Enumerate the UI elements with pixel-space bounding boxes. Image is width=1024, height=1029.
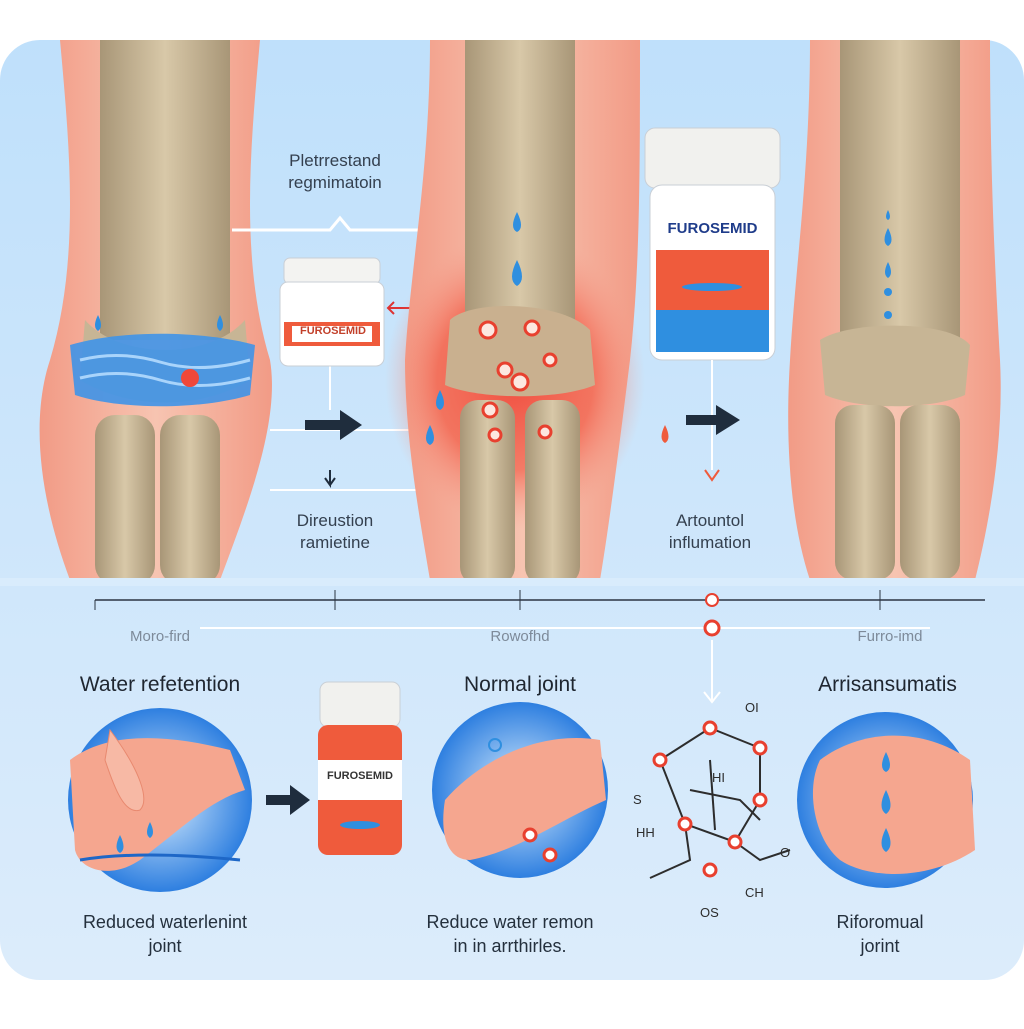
right-caption-line1: Artountol	[675, 511, 745, 530]
caption-reduce-line2: in in arrthirles.	[453, 936, 567, 956]
caption-riforomual: Riforomual jorint	[800, 910, 960, 958]
large-jar-label: FUROSEMID	[667, 220, 758, 237]
mid-caption-line1: Direustion	[296, 511, 374, 530]
timeline-label-3: Furro-imd	[857, 628, 923, 645]
arrow-right-icon	[305, 410, 362, 440]
right-caption: Artountol influmation	[625, 510, 795, 554]
top-caption-left-line1: Pletrrestand	[289, 151, 381, 170]
small-jar-label: FUROSEMID	[300, 325, 366, 337]
right-caption-line2: influmation	[668, 533, 752, 552]
timeline-label-2: Rowofhd	[490, 628, 550, 645]
caption-reduced-water-line2: joint	[148, 936, 182, 956]
caption-riforomual-line1: Riforomual	[836, 912, 924, 932]
chem-label-oi: OI	[745, 700, 759, 715]
bottom-jar-label: FUROSEMID	[327, 770, 393, 782]
chem-label-s: S	[633, 792, 642, 807]
timeline	[94, 590, 985, 704]
mid-caption-line2: ramietine	[300, 533, 370, 552]
heading-normal-joint: Normal joint	[463, 673, 577, 696]
small-furosemide-jar	[279, 257, 385, 367]
caption-reduced-water-line1: Reduced waterlenint	[82, 912, 248, 932]
caption-reduce-water-remon: Reduce water remon in in arrthirles.	[410, 910, 610, 958]
heading-water-retention: Water refetention	[79, 673, 241, 696]
chem-label-ch: CH	[745, 885, 764, 900]
chem-label-o: O	[780, 845, 791, 860]
caption-reduced-water: Reduced waterlenint joint	[50, 910, 280, 958]
circle-hand-drops	[797, 712, 975, 888]
chem-label-hi: HI	[712, 770, 725, 785]
leg-inflamed	[385, 40, 645, 585]
chem-label-os: OS	[700, 905, 719, 920]
chemical-nodes	[652, 720, 768, 878]
circle-normal-joint	[432, 702, 608, 878]
top-caption-left: Pletrrestand regmimatoin	[240, 150, 430, 194]
large-furosemide-jar	[644, 127, 781, 361]
arrow-right-icon	[686, 405, 740, 435]
caption-riforomual-line2: jorint	[860, 936, 900, 956]
chem-label-hh: HH	[636, 825, 655, 840]
heading-arrisansumatis: Arrisansumatis	[818, 673, 957, 696]
timeline-label-1: Moro-fird	[129, 628, 190, 645]
top-caption-left-line2: regmimatoin	[288, 173, 382, 192]
arrow-right-icon	[266, 785, 310, 815]
leg-water-retention	[39, 40, 272, 585]
caption-reduce-line1: Reduce water remon	[426, 912, 594, 932]
circle-hand-water	[68, 708, 252, 892]
leg-treated	[788, 40, 1001, 580]
bottom-furosemide-jar	[318, 681, 402, 855]
mid-caption: Direustion ramietine	[255, 510, 415, 554]
